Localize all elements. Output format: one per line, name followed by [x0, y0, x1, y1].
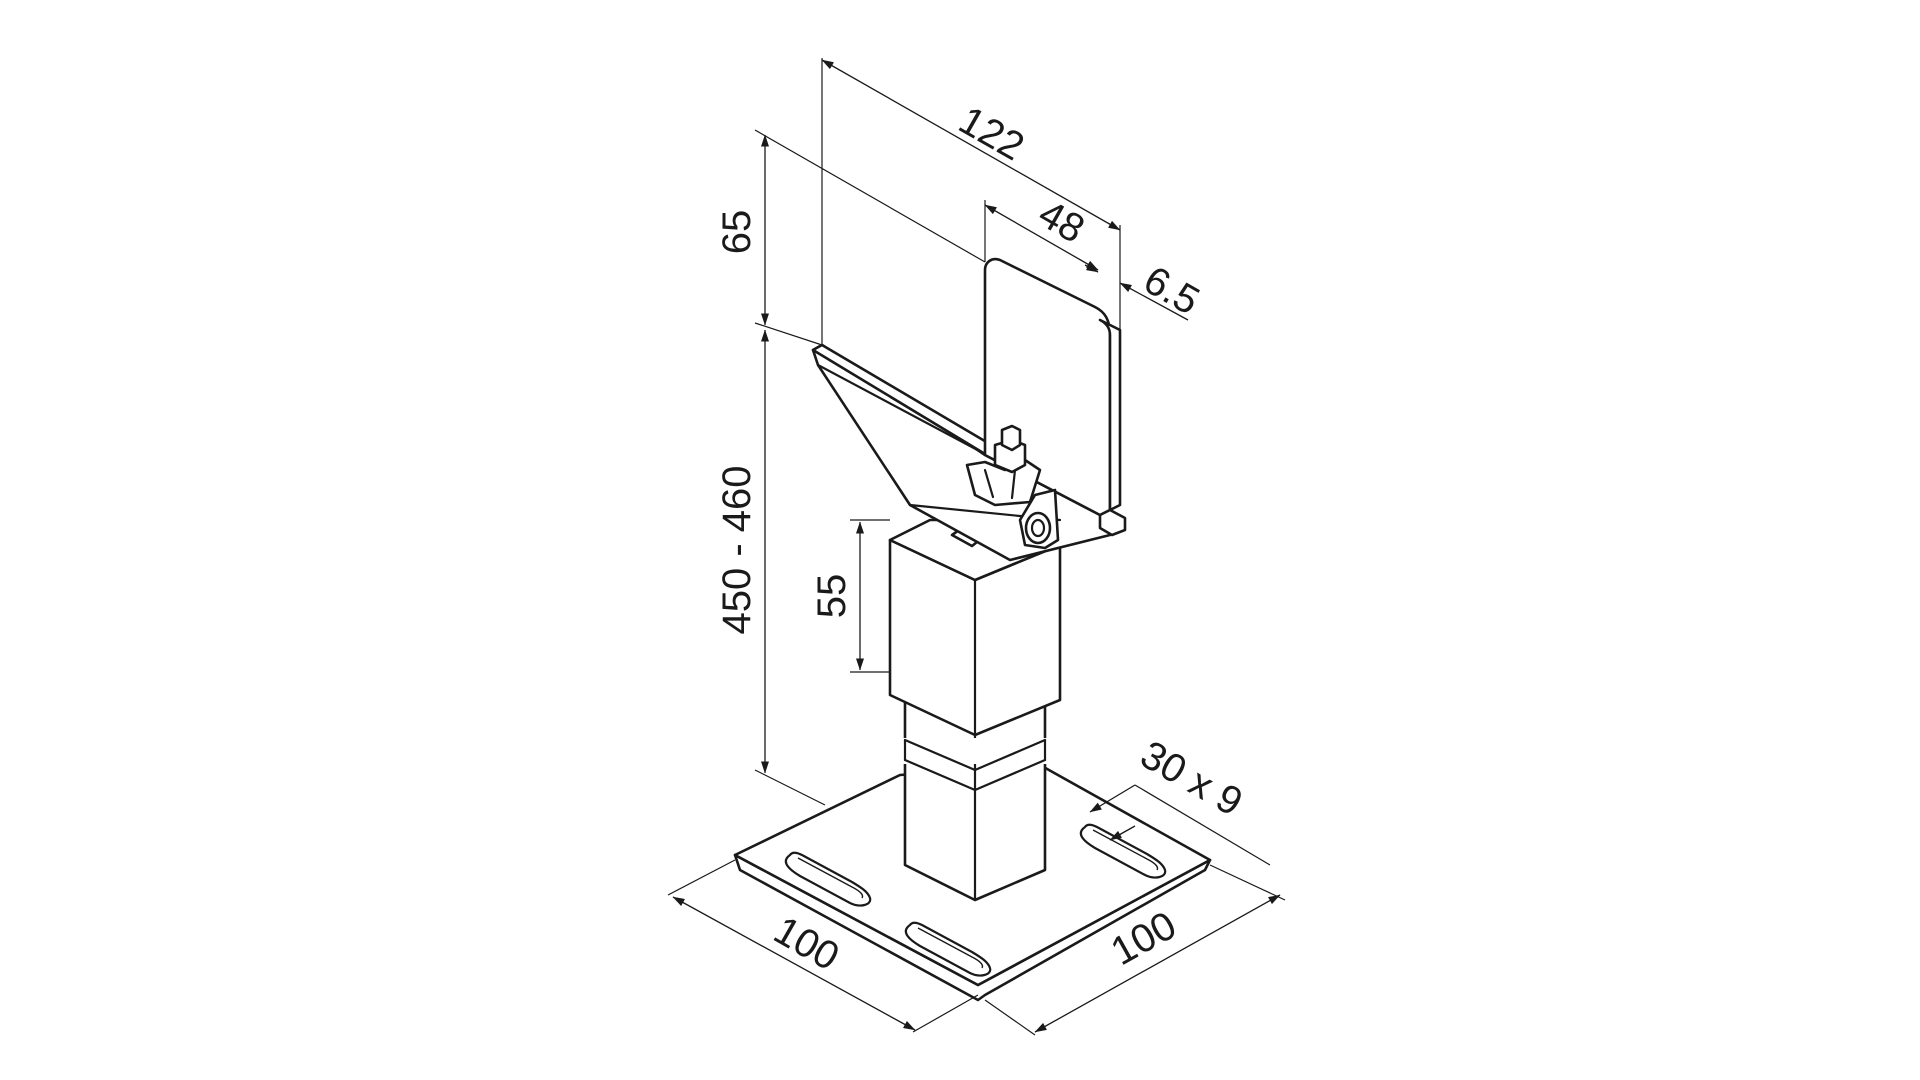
- dim-top-height: 65: [715, 129, 986, 346]
- svg-text:55: 55: [810, 574, 854, 619]
- svg-text:48: 48: [1031, 192, 1091, 252]
- locking-knob: [1018, 488, 1060, 550]
- dim-adjust-height: 450 - 460: [715, 329, 826, 806]
- dim-sleeve-height: 55: [810, 519, 890, 673]
- svg-text:65: 65: [715, 210, 759, 255]
- svg-text:450 - 460: 450 - 460: [715, 465, 759, 634]
- inner-tube: [898, 698, 1052, 902]
- base-slot: [1079, 823, 1167, 879]
- dim-plate-width: 48: [984, 192, 1099, 271]
- svg-text:6.5: 6.5: [1136, 258, 1206, 324]
- svg-text:122: 122: [952, 98, 1032, 169]
- svg-text:30 x 9: 30 x 9: [1133, 733, 1249, 825]
- clamp-screw: [965, 424, 1042, 507]
